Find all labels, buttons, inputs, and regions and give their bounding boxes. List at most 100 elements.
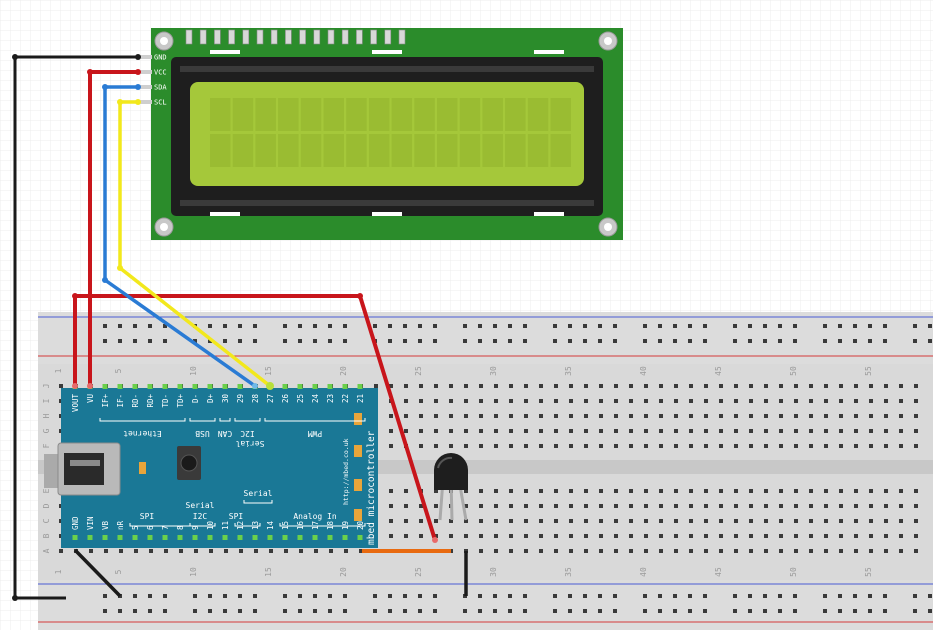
breadboard-hole [434,414,438,418]
breadboard-hole [704,549,708,553]
rail-hole [298,339,302,343]
breadboard-hole [629,489,633,493]
led [354,479,362,491]
rail-hole [658,339,662,343]
breadboard-hole [524,549,528,553]
breadboard-hole [854,504,858,508]
lcd-cell [346,134,367,167]
wire-endpoint [266,382,274,390]
header-pin [313,29,321,45]
breadboard-hole [749,519,753,523]
lcd-pin-label: SCL [154,99,167,107]
breadboard-hole [689,549,693,553]
mbed-bottom-pin-label: VB [101,520,110,530]
breadboard-hole [509,504,513,508]
breadboard-hole [449,384,453,388]
rail-hole [463,324,467,328]
rail-hole [883,594,887,598]
breadboard-hole [884,504,888,508]
rail-hole [643,324,647,328]
breadboard-hole [464,519,468,523]
breadboard-hole [554,504,558,508]
breadboard-hole [584,429,588,433]
mbed-pin-top [357,384,363,389]
breadboard-hole [809,444,813,448]
mbed-pin-bottom [312,535,318,540]
breadboard-hole [749,399,753,403]
breadboard-hole [119,549,123,553]
breadboard-hole [464,504,468,508]
breadboard-hole [434,489,438,493]
rail-hole [193,594,197,598]
mbed-top-pin-label: TD- [161,394,170,408]
breadboard-hole [494,534,498,538]
mbed-pin-top [327,384,333,389]
rail-hole [763,324,767,328]
mbed-pin-bottom [192,535,198,540]
breadboard-hole [704,414,708,418]
breadboard-hole [674,429,678,433]
breadboard: 1155101015152020252530303535404045455050… [38,312,933,630]
rail-hole [523,609,527,613]
breadboard-hole [854,414,858,418]
rail-hole [868,339,872,343]
rail-hole [103,609,107,613]
breadboard-hole [824,384,828,388]
rail-hole [703,324,707,328]
breadboard-hole [809,504,813,508]
breadboard-hole [704,384,708,388]
breadboard-hole [569,489,573,493]
rail-hole [748,594,752,598]
breadboard-hole [674,519,678,523]
breadboard-hole [344,549,348,553]
breadboard-hole [674,414,678,418]
rail-hole [913,324,917,328]
rail-hole [643,594,647,598]
row-letter: H [42,413,51,418]
column-number-top: 55 [864,366,873,376]
lcd-character-cells [210,98,571,167]
rail-hole [493,339,497,343]
breadboard-hole [824,399,828,403]
rail-hole [238,594,242,598]
rail-hole [703,594,707,598]
breadboard-hole [599,399,603,403]
breadboard-hole [869,519,873,523]
rail-hole [928,594,932,598]
lcd-cell [550,98,571,131]
breadboard-hole [659,504,663,508]
breadboard-hole [644,414,648,418]
rail-hole [343,339,347,343]
breadboard-hole [899,549,903,553]
breadboard-hole [704,429,708,433]
breadboard-hole [614,384,618,388]
mbed-top-pin-label: D- [191,394,200,403]
breadboard-hole [689,429,693,433]
rail-hole [193,339,197,343]
rail-hole [583,324,587,328]
lcd-cell [323,98,344,131]
breadboard-hole [899,504,903,508]
breadboard-hole [794,399,798,403]
mbed-url: http://mbed.co.uk [342,438,350,505]
rail-hole [673,339,677,343]
breadboard-hole [659,429,663,433]
column-number-bottom: 5 [114,569,123,574]
breadboard-hole [464,384,468,388]
breadboard-hole [524,399,528,403]
breadboard-hole [584,504,588,508]
breadboard-hole [719,414,723,418]
breadboard-hole [494,549,498,553]
led [354,509,362,521]
row-letter: J [42,384,51,389]
rail-hole [433,609,437,613]
mbed-top-pin-label: 28 [251,394,260,404]
wires [12,54,468,601]
rail-hole [433,594,437,598]
breadboard-hole [494,399,498,403]
breadboard-hole [914,414,918,418]
pin-group-label: Ethernet [123,429,162,438]
rail-hole [733,609,737,613]
lcd-tab [534,212,564,216]
lcd-cell [232,98,254,131]
